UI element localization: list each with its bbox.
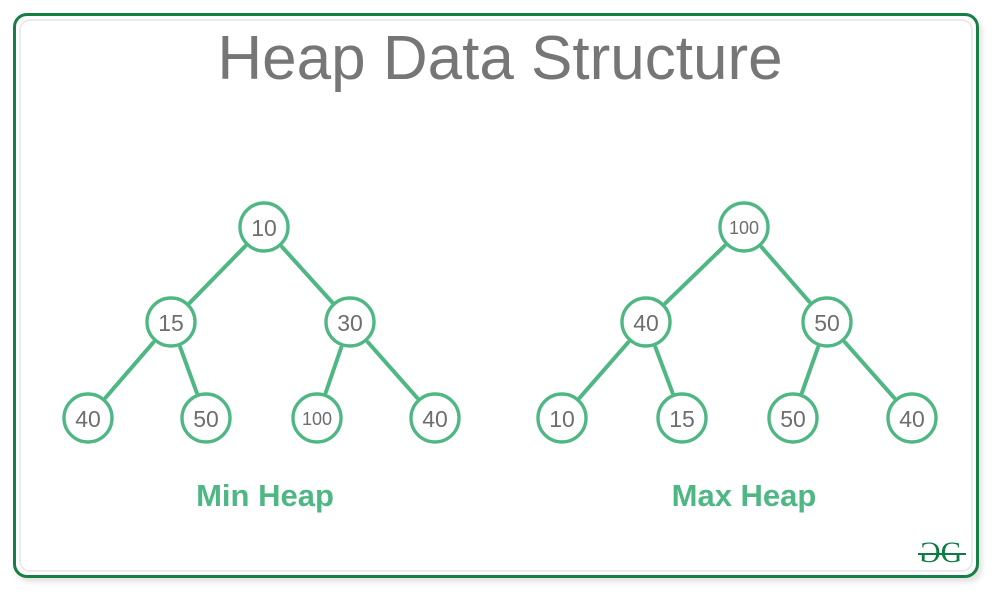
- tree-node: 50: [767, 392, 819, 444]
- node-circle: [409, 392, 461, 444]
- max-heap-tree: 100 40 50 10 15 50 40: [536, 201, 938, 444]
- tree-node: 100: [718, 201, 770, 253]
- logo-g: G: [940, 536, 963, 569]
- node-value: 40: [422, 406, 448, 432]
- logo-strike-bar: [918, 553, 966, 555]
- node-circle: [324, 296, 376, 348]
- node-value: 40: [633, 310, 659, 336]
- tree-edge: [365, 340, 420, 400]
- tree-node: 30: [324, 296, 376, 348]
- page-title: Heap Data Structure: [217, 24, 783, 93]
- tree-edge: [187, 244, 248, 305]
- node-circle: [886, 392, 938, 444]
- tree-edge: [800, 345, 820, 395]
- tree-edge: [653, 345, 675, 395]
- tree-node: 15: [656, 392, 708, 444]
- node-circle: [238, 201, 290, 253]
- tree-edge: [577, 340, 631, 400]
- tree-node: 10: [238, 201, 290, 253]
- tree-edge: [178, 345, 199, 395]
- node-circle: [801, 296, 853, 348]
- tree-node: 50: [180, 392, 232, 444]
- node-circle: [620, 296, 672, 348]
- min-heap-label: Min Heap: [196, 478, 334, 513]
- node-value: 50: [193, 406, 219, 432]
- tree-edge: [280, 245, 334, 304]
- tree-node: 40: [62, 392, 114, 444]
- tree-edge: [663, 243, 727, 306]
- node-circle: [291, 392, 343, 444]
- node-value: 30: [337, 310, 363, 336]
- tree-node: 100: [291, 392, 343, 444]
- tree-edge: [103, 340, 156, 400]
- min-heap-tree: 10 15 30 40 50 100 40: [62, 201, 461, 444]
- geeksforgeeks-logo: GG: [918, 536, 970, 570]
- node-circle: [180, 392, 232, 444]
- node-circle: [62, 392, 114, 444]
- node-value: 50: [780, 406, 806, 432]
- tree-node: 50: [801, 296, 853, 348]
- node-value: 10: [549, 406, 575, 432]
- node-value: 10: [251, 215, 277, 241]
- node-circle: [767, 392, 819, 444]
- node-value: 100: [729, 218, 759, 238]
- node-value: 40: [75, 406, 101, 432]
- max-heap-label: Max Heap: [671, 478, 817, 513]
- node-value: 15: [158, 310, 184, 336]
- tree-node: 10: [536, 392, 588, 444]
- tree-edge: [323, 345, 344, 395]
- node-value: 40: [899, 406, 925, 432]
- node-value: 100: [302, 409, 332, 429]
- tree-node: 15: [145, 296, 197, 348]
- node-circle: [536, 392, 588, 444]
- node-circle: [656, 392, 708, 444]
- node-value: 15: [669, 406, 695, 432]
- node-circle: [718, 201, 770, 253]
- tree-node: 40: [409, 392, 461, 444]
- tree-node: 40: [620, 296, 672, 348]
- tree-edge: [759, 245, 812, 304]
- node-circle: [145, 296, 197, 348]
- node-value: 50: [814, 310, 840, 336]
- logo-letters: GG: [920, 536, 963, 569]
- tree-edge: [842, 340, 897, 400]
- tree-node: 40: [886, 392, 938, 444]
